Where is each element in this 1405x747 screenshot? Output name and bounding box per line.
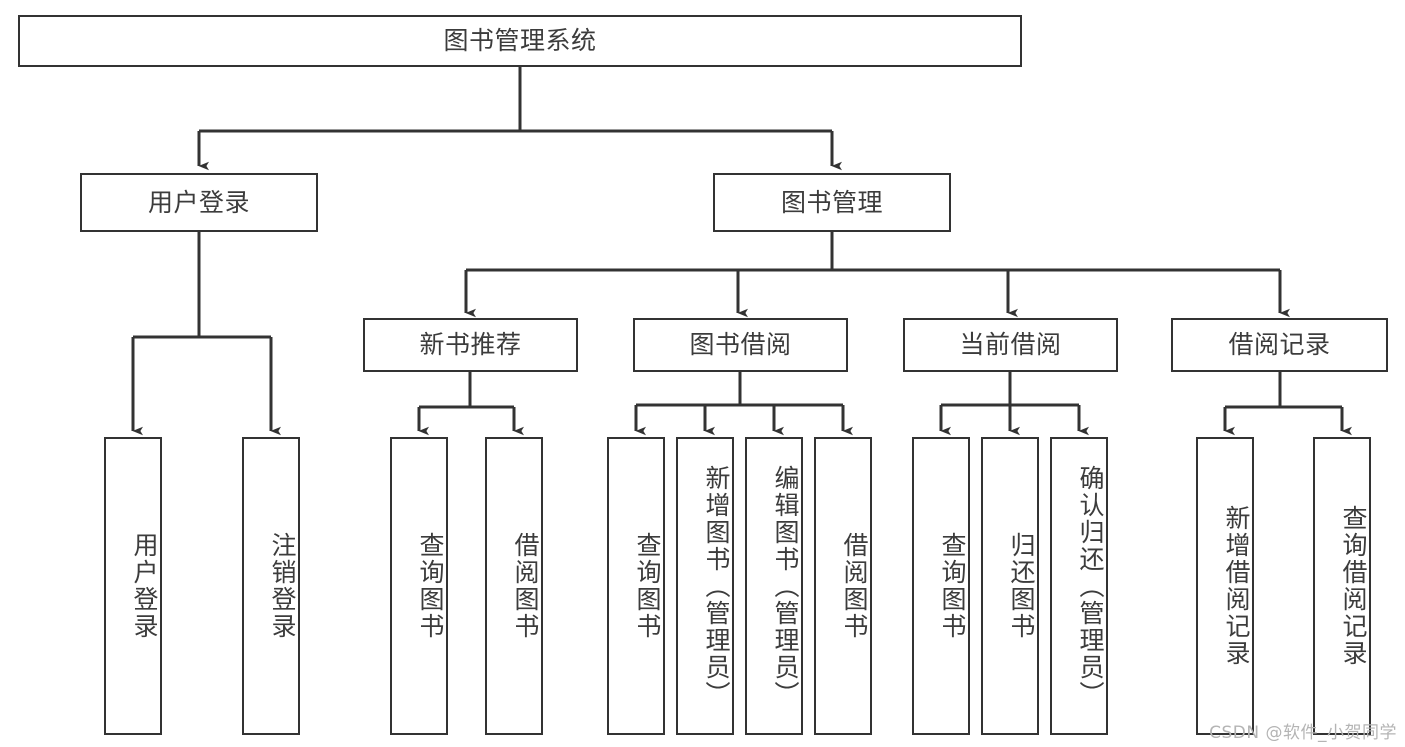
node-borrow-record[interactable]: 借阅记录 bbox=[1171, 318, 1388, 372]
node-label: 用户登录 bbox=[130, 532, 159, 640]
node-label: 图书借阅 bbox=[689, 330, 792, 360]
node-leaf-borrow-book-recommend[interactable]: 借阅图书 bbox=[485, 437, 543, 735]
node-label: 新书推荐 bbox=[419, 330, 522, 360]
node-user-login[interactable]: 用户登录 bbox=[80, 173, 318, 232]
node-leaf-query-book-borrow[interactable]: 查询图书 bbox=[607, 437, 665, 735]
node-label: 编辑图书（管理员） bbox=[771, 464, 800, 708]
node-book-borrow[interactable]: 图书借阅 bbox=[633, 318, 848, 372]
watermark-text: CSDN @软件_小贺同学 bbox=[1209, 723, 1397, 743]
node-label: 查询图书 bbox=[633, 532, 662, 640]
node-label: 查询借阅记录 bbox=[1339, 505, 1368, 667]
node-label: 查询图书 bbox=[938, 532, 967, 640]
node-current-borrow[interactable]: 当前借阅 bbox=[903, 318, 1118, 372]
node-leaf-add-book-admin[interactable]: 新增图书（管理员） bbox=[676, 437, 734, 735]
node-label: 当前借阅 bbox=[959, 330, 1062, 360]
node-leaf-return-book[interactable]: 归还图书 bbox=[981, 437, 1039, 735]
node-leaf-add-borrow-record[interactable]: 新增借阅记录 bbox=[1196, 437, 1254, 735]
node-label: 用户登录 bbox=[147, 187, 250, 217]
node-label: 图书管理 bbox=[780, 187, 883, 217]
node-label: 注销登录 bbox=[268, 532, 297, 640]
node-book-management[interactable]: 图书管理 bbox=[713, 173, 951, 232]
node-leaf-query-book-recommend[interactable]: 查询图书 bbox=[390, 437, 448, 735]
node-leaf-confirm-return-admin[interactable]: 确认归还（管理员） bbox=[1050, 437, 1108, 735]
node-label: 查询图书 bbox=[416, 532, 445, 640]
node-leaf-user-login-action[interactable]: 用户登录 bbox=[104, 437, 162, 735]
node-root-book-management-system[interactable]: 图书管理系统 bbox=[18, 15, 1022, 67]
node-leaf-query-borrow-record[interactable]: 查询借阅记录 bbox=[1313, 437, 1371, 735]
node-label: 借阅记录 bbox=[1228, 330, 1331, 360]
node-new-book-recommend[interactable]: 新书推荐 bbox=[363, 318, 578, 372]
node-label: 借阅图书 bbox=[840, 532, 869, 640]
node-label: 借阅图书 bbox=[511, 532, 540, 640]
node-leaf-edit-book-admin[interactable]: 编辑图书（管理员） bbox=[745, 437, 803, 735]
node-label: 确认归还（管理员） bbox=[1076, 464, 1105, 708]
node-label: 图书管理系统 bbox=[443, 26, 597, 56]
node-label: 新增图书（管理员） bbox=[702, 464, 731, 708]
node-leaf-borrow-book[interactable]: 借阅图书 bbox=[814, 437, 872, 735]
node-leaf-logout[interactable]: 注销登录 bbox=[242, 437, 300, 735]
node-leaf-query-book-current[interactable]: 查询图书 bbox=[912, 437, 970, 735]
node-label: 新增借阅记录 bbox=[1222, 505, 1251, 667]
node-label: 归还图书 bbox=[1007, 532, 1036, 640]
